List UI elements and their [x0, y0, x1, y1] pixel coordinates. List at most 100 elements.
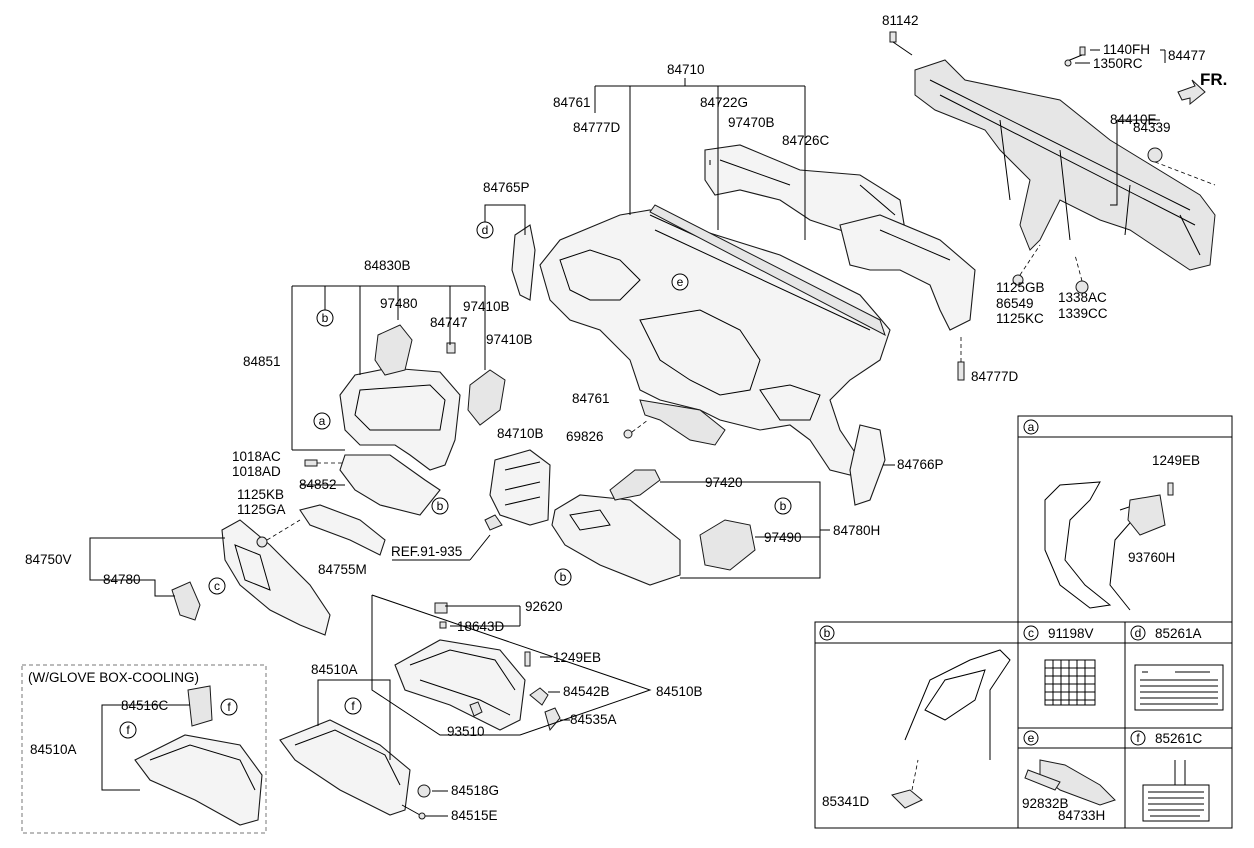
svg-text:84722G: 84722G: [700, 95, 748, 110]
nut-84339: [1147, 147, 1216, 186]
svg-text:18643D: 18643D: [457, 619, 505, 634]
bracket-84761: [623, 399, 726, 446]
lower-panel-84750V: [221, 519, 331, 636]
svg-text:f: f: [351, 699, 355, 713]
svg-text:84750V: 84750V: [25, 552, 72, 567]
svg-text:84518G: 84518G: [451, 783, 499, 798]
svg-text:1018AC: 1018AC: [232, 449, 281, 464]
detail-panel-c: c 91198V: [1017, 621, 1126, 729]
svg-text:1140FH: 1140FH: [1103, 42, 1150, 57]
svg-text:1018AD: 1018AD: [232, 464, 281, 479]
svg-text:84780: 84780: [103, 572, 141, 587]
part-labels: 81142 1140FH 84477 1350RC FR. 84410E 843…: [25, 13, 1227, 823]
svg-text:84510B: 84510B: [656, 684, 703, 699]
svg-text:81142: 81142: [882, 13, 919, 28]
svg-text:f: f: [227, 700, 231, 714]
svg-text:b: b: [560, 570, 567, 584]
svg-text:84830B: 84830B: [364, 258, 411, 273]
glove-box-cooling: [134, 685, 263, 826]
leader-lines: [89, 49, 1166, 817]
svg-text:FR.: FR.: [1200, 70, 1227, 89]
svg-text:85261A: 85261A: [1155, 626, 1202, 641]
svg-text:e: e: [677, 275, 684, 289]
glove-box-84510B: [394, 639, 526, 731]
svg-text:1339CC: 1339CC: [1058, 306, 1108, 321]
svg-text:84339: 84339: [1133, 120, 1171, 135]
svg-text:84510A: 84510A: [30, 742, 77, 757]
svg-text:85261C: 85261C: [1155, 731, 1203, 746]
svg-text:84780H: 84780H: [833, 523, 880, 538]
bolt-1125GB: [1012, 244, 1041, 286]
svg-text:86549: 86549: [996, 296, 1034, 311]
garnish-84755M: [299, 504, 386, 556]
svg-text:1350RC: 1350RC: [1093, 56, 1143, 71]
svg-text:1125GA: 1125GA: [237, 502, 286, 517]
screw-84515E: [401, 804, 426, 820]
svg-text:97420: 97420: [705, 475, 743, 490]
svg-text:93510: 93510: [447, 724, 485, 739]
svg-text:b: b: [437, 499, 444, 513]
svg-text:84765P: 84765P: [483, 180, 530, 195]
svg-text:84747: 84747: [430, 315, 468, 330]
svg-text:1249EB: 1249EB: [553, 650, 601, 665]
svg-text:1125GB: 1125GB: [996, 280, 1045, 295]
svg-text:1125KB: 1125KB: [237, 487, 284, 502]
clip-84747: [446, 342, 456, 354]
svg-text:c: c: [1028, 626, 1034, 640]
svg-text:84851: 84851: [243, 354, 281, 369]
svg-text:f: f: [126, 723, 130, 737]
svg-text:97410B: 97410B: [486, 332, 533, 347]
cowl-cross-bar: [914, 59, 1216, 271]
svg-text:84766P: 84766P: [897, 457, 944, 472]
svg-text:84761: 84761: [572, 391, 610, 406]
bumper-92620: [434, 602, 448, 614]
svg-text:84755M: 84755M: [318, 562, 367, 577]
svg-text:92620: 92620: [525, 599, 563, 614]
clip-18643D: [439, 621, 447, 629]
detail-panel-e: e 92832B 84733H: [1017, 727, 1126, 829]
vent-97410B: [467, 369, 506, 426]
vent-97490: [699, 519, 756, 571]
svg-text:84761: 84761: [553, 95, 591, 110]
svg-text:84726C: 84726C: [782, 133, 830, 148]
detail-panel-d: d 85261A: [1124, 621, 1233, 729]
svg-text:a: a: [1028, 420, 1035, 434]
svg-text:85341D: 85341D: [822, 794, 870, 809]
svg-text:84410E: 84410E: [1110, 112, 1157, 127]
svg-text:84515E: 84515E: [451, 808, 498, 823]
screw-1249EB: [524, 651, 531, 667]
svg-text:1249EB: 1249EB: [1152, 453, 1200, 468]
svg-text:93760H: 93760H: [1128, 550, 1175, 565]
detail-panel-a: a 1249EB 93760H: [1017, 415, 1233, 623]
glove-box-cover-84780H: [551, 494, 681, 586]
glove-box-84510A: [279, 719, 411, 816]
svg-text:84710: 84710: [667, 62, 705, 77]
svg-text:d: d: [482, 223, 489, 237]
main-crash-pad-84710: [539, 204, 891, 476]
hinge-84542B: [529, 687, 549, 706]
svg-text:b: b: [780, 499, 787, 513]
svg-text:84510A: 84510A: [311, 662, 358, 677]
bolt-81142: [889, 31, 913, 56]
screw-84777D: [957, 335, 965, 381]
svg-text:REF.91-935: REF.91-935: [391, 544, 462, 559]
vent-97480: [374, 324, 413, 376]
svg-text:b: b: [824, 626, 831, 640]
svg-text:91198V: 91198V: [1048, 626, 1094, 641]
svg-text:84777D: 84777D: [573, 120, 621, 135]
svg-text:c: c: [214, 579, 220, 593]
svg-text:e: e: [1028, 731, 1035, 745]
svg-text:84535A: 84535A: [570, 712, 617, 727]
svg-text:84477: 84477: [1168, 48, 1206, 63]
svg-text:92832B: 92832B: [1022, 796, 1069, 811]
detail-panel-f: f 85261C: [1124, 727, 1233, 829]
bolt-1140FH: [1064, 46, 1086, 67]
svg-text:84852: 84852: [299, 477, 337, 492]
svg-text:84777D: 84777D: [971, 369, 1019, 384]
side-cover-84765P: [511, 224, 536, 301]
svg-text:84516C: 84516C: [121, 698, 169, 713]
side-cover-84766P: [849, 424, 886, 506]
bolt-1125KB: [256, 519, 301, 548]
